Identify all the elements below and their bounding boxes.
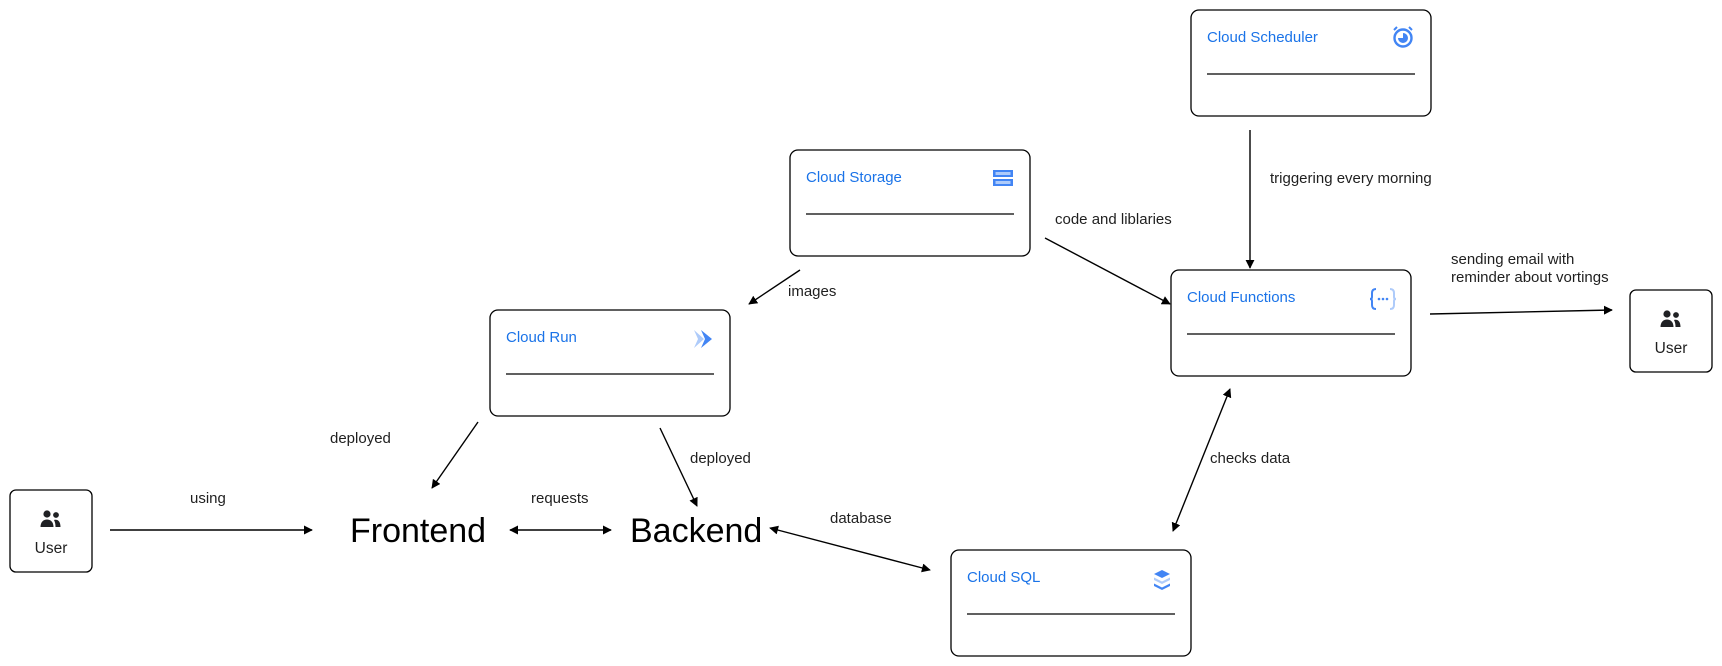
backend-node: Backend bbox=[630, 512, 762, 550]
edge-storage-to-functions bbox=[1044, 237, 1171, 305]
cloud-storage-icon bbox=[993, 170, 1013, 186]
cloud-sql-node: Cloud SQL bbox=[950, 549, 1192, 657]
frontend-node: Frontend bbox=[350, 512, 486, 550]
users-icon bbox=[1660, 310, 1681, 327]
cloud-functions-title: Cloud Functions bbox=[1187, 289, 1295, 306]
edge-functions-sql bbox=[1171, 388, 1232, 532]
edge-cloudrun-to-frontend bbox=[431, 421, 479, 489]
edge-label-code-libraries: code and liblaries bbox=[1055, 211, 1172, 228]
edge-label-images: images bbox=[788, 283, 836, 300]
edge-storage-to-cloudrun bbox=[748, 269, 801, 305]
cloud-functions-icon bbox=[1369, 288, 1397, 310]
edge-label-sending-line1: sending email with bbox=[1451, 251, 1574, 268]
user-right-label: User bbox=[1655, 340, 1688, 357]
cloud-storage-title: Cloud Storage bbox=[806, 169, 902, 186]
users-icon bbox=[40, 510, 61, 527]
cloud-storage-node: Cloud Storage bbox=[789, 149, 1031, 257]
edge-functions-to-user bbox=[1429, 305, 1613, 315]
cloud-run-node: Cloud Run bbox=[489, 309, 731, 417]
edge-label-triggering: triggering every morning bbox=[1270, 170, 1432, 187]
edge-label-deployed-frontend: deployed bbox=[330, 430, 391, 447]
cloud-sql-icon bbox=[1154, 570, 1170, 590]
cloud-sql-title: Cloud SQL bbox=[967, 569, 1040, 586]
edge-label-checks-data: checks data bbox=[1210, 450, 1291, 467]
cloud-scheduler-title: Cloud Scheduler bbox=[1207, 29, 1318, 46]
edge-label-sending-line2: reminder about vortings bbox=[1451, 269, 1609, 286]
edge-labels: using requests deployed deployed images … bbox=[190, 170, 1609, 527]
user-right-node: User bbox=[1629, 289, 1713, 373]
edge-cloudrun-to-backend bbox=[659, 427, 698, 507]
edges bbox=[110, 130, 1613, 573]
cloud-scheduler-icon bbox=[1393, 26, 1413, 48]
cloud-run-title: Cloud Run bbox=[506, 329, 577, 346]
edge-label-deployed-backend: deployed bbox=[690, 450, 751, 467]
user-left-label: User bbox=[35, 540, 68, 557]
edge-label-using: using bbox=[190, 490, 226, 507]
edge-label-database: database bbox=[830, 510, 892, 527]
cloud-run-icon bbox=[694, 330, 712, 348]
edge-label-requests: requests bbox=[531, 490, 589, 507]
edge-backend-sql bbox=[769, 525, 931, 573]
cloud-functions-node: Cloud Functions bbox=[1170, 269, 1412, 377]
user-left-node: User bbox=[9, 489, 93, 573]
cloud-scheduler-node: Cloud Scheduler bbox=[1190, 9, 1432, 117]
